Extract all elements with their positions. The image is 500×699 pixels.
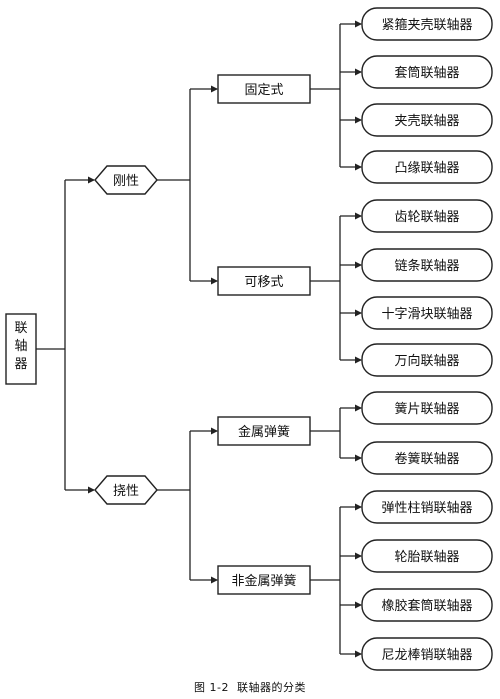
group-fixed-label: 固定式 (244, 83, 283, 98)
group-movable-label: 可移式 (244, 275, 283, 290)
leaf-node (361, 199, 493, 233)
branch-flexible-label: 挠性 (113, 484, 139, 499)
leaf-node (361, 391, 493, 425)
leaf-label: 套筒联轴器 (394, 65, 459, 81)
leaf-node (361, 296, 493, 330)
leaf-label: 尼龙棒销联轴器 (381, 648, 472, 663)
group-nonmetal-spring-label: 非金属弹簧 (231, 573, 296, 589)
leaf-label: 轮胎联轴器 (394, 550, 459, 565)
leaf-node (361, 343, 493, 377)
leaf-label: 夹壳联轴器 (394, 114, 459, 129)
leaf-label: 链条联轴器 (394, 258, 459, 274)
group-nonmetal-spring-box (217, 565, 311, 595)
leaf-node (361, 588, 493, 622)
group-metal-spring-label: 金属弹簧 (238, 424, 290, 440)
leaf-node (361, 103, 493, 137)
leaf-label: 橡胶套筒联轴器 (381, 598, 472, 614)
figure-caption: 图 1-2 联轴器的分类 (194, 680, 306, 694)
leaf-label: 十字滑块联轴器 (381, 307, 472, 322)
leaf-label: 紧箍夹壳联轴器 (381, 17, 472, 33)
leaf-node (361, 7, 493, 41)
leaf-label: 簧片联轴器 (394, 401, 459, 417)
leaf-node (361, 539, 493, 573)
root-label: 联轴器 (14, 321, 27, 372)
group-metal-spring-box (217, 416, 311, 446)
leaf-label: 万向联轴器 (394, 353, 459, 369)
leaf-node (361, 637, 493, 671)
root-box (5, 313, 37, 385)
leaf-node (361, 490, 493, 524)
leaf-node (361, 441, 493, 475)
leaf-label: 卷簧联轴器 (394, 451, 459, 467)
leaf-label: 弹性柱销联轴器 (381, 501, 472, 516)
branch-rigid-label: 刚性 (113, 174, 139, 189)
group-fixed-box (217, 74, 311, 104)
leaf-label: 凸缘联轴器 (394, 161, 459, 176)
leaf-label: 齿轮联轴器 (394, 210, 459, 225)
leaf-node (361, 248, 493, 282)
group-movable-box (217, 266, 311, 296)
leaf-node (361, 55, 493, 89)
leaf-node (361, 150, 493, 184)
